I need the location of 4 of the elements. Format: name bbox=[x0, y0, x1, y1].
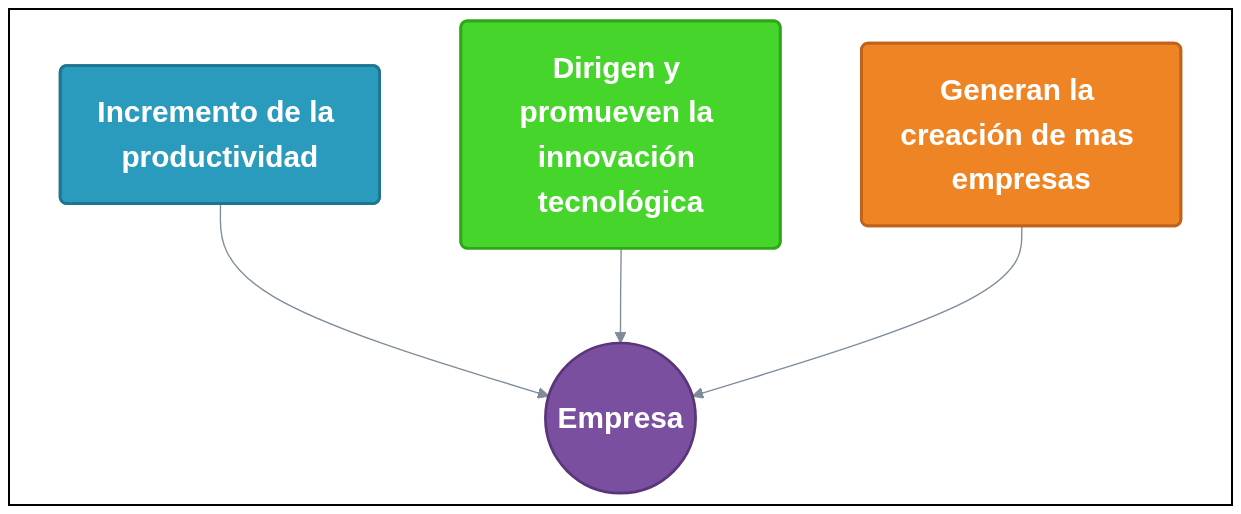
arrow bbox=[219, 203, 550, 399]
node-circle: Empresa bbox=[544, 341, 697, 495]
arrow bbox=[614, 248, 627, 344]
arrow bbox=[691, 225, 1023, 399]
